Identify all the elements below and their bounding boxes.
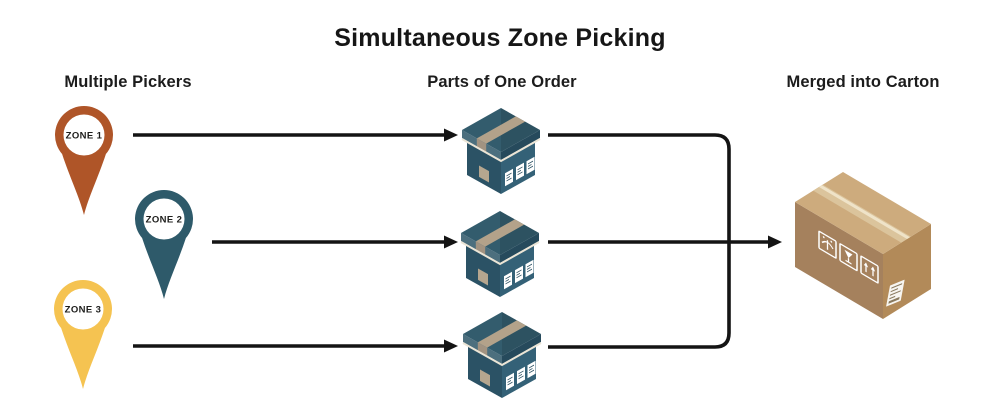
column-heading-merged: Merged into Carton [786,73,939,91]
zone-1-pin: ZONE 1 [55,105,113,215]
parcel-box-3 [462,311,542,399]
pin-inner-circle [143,198,185,240]
zone-2-pin: ZONE 2 [135,189,193,299]
column-heading-pickers: Multiple Pickers [64,73,191,91]
carton [795,172,931,319]
pin-inner-circle [62,288,104,330]
zone-2-label: ZONE 2 [146,215,183,226]
page-title: Simultaneous Zone Picking [334,24,665,52]
shipping-label [886,279,905,307]
shipping-symbols [818,230,879,284]
arrow-zone1-to-parcel1 [133,128,458,142]
zone-3-pin: ZONE 3 [54,279,112,389]
keep-dry-umbrella-icon [818,230,837,259]
zone-3-label: ZONE 3 [65,305,102,316]
column-heading-parts: Parts of One Order [427,73,577,91]
zone-1-label: ZONE 1 [66,131,103,142]
parcel-box-2 [460,210,540,298]
arrow-zone2-to-parcel2 [212,235,458,249]
pin-inner-circle [63,114,105,156]
fragile-glass-icon [839,243,858,272]
arrow-zone3-to-parcel3 [133,339,458,353]
arrow-merge-to-carton [548,235,782,249]
parcel-box-1 [461,107,541,195]
this-way-up-icon [860,255,879,284]
